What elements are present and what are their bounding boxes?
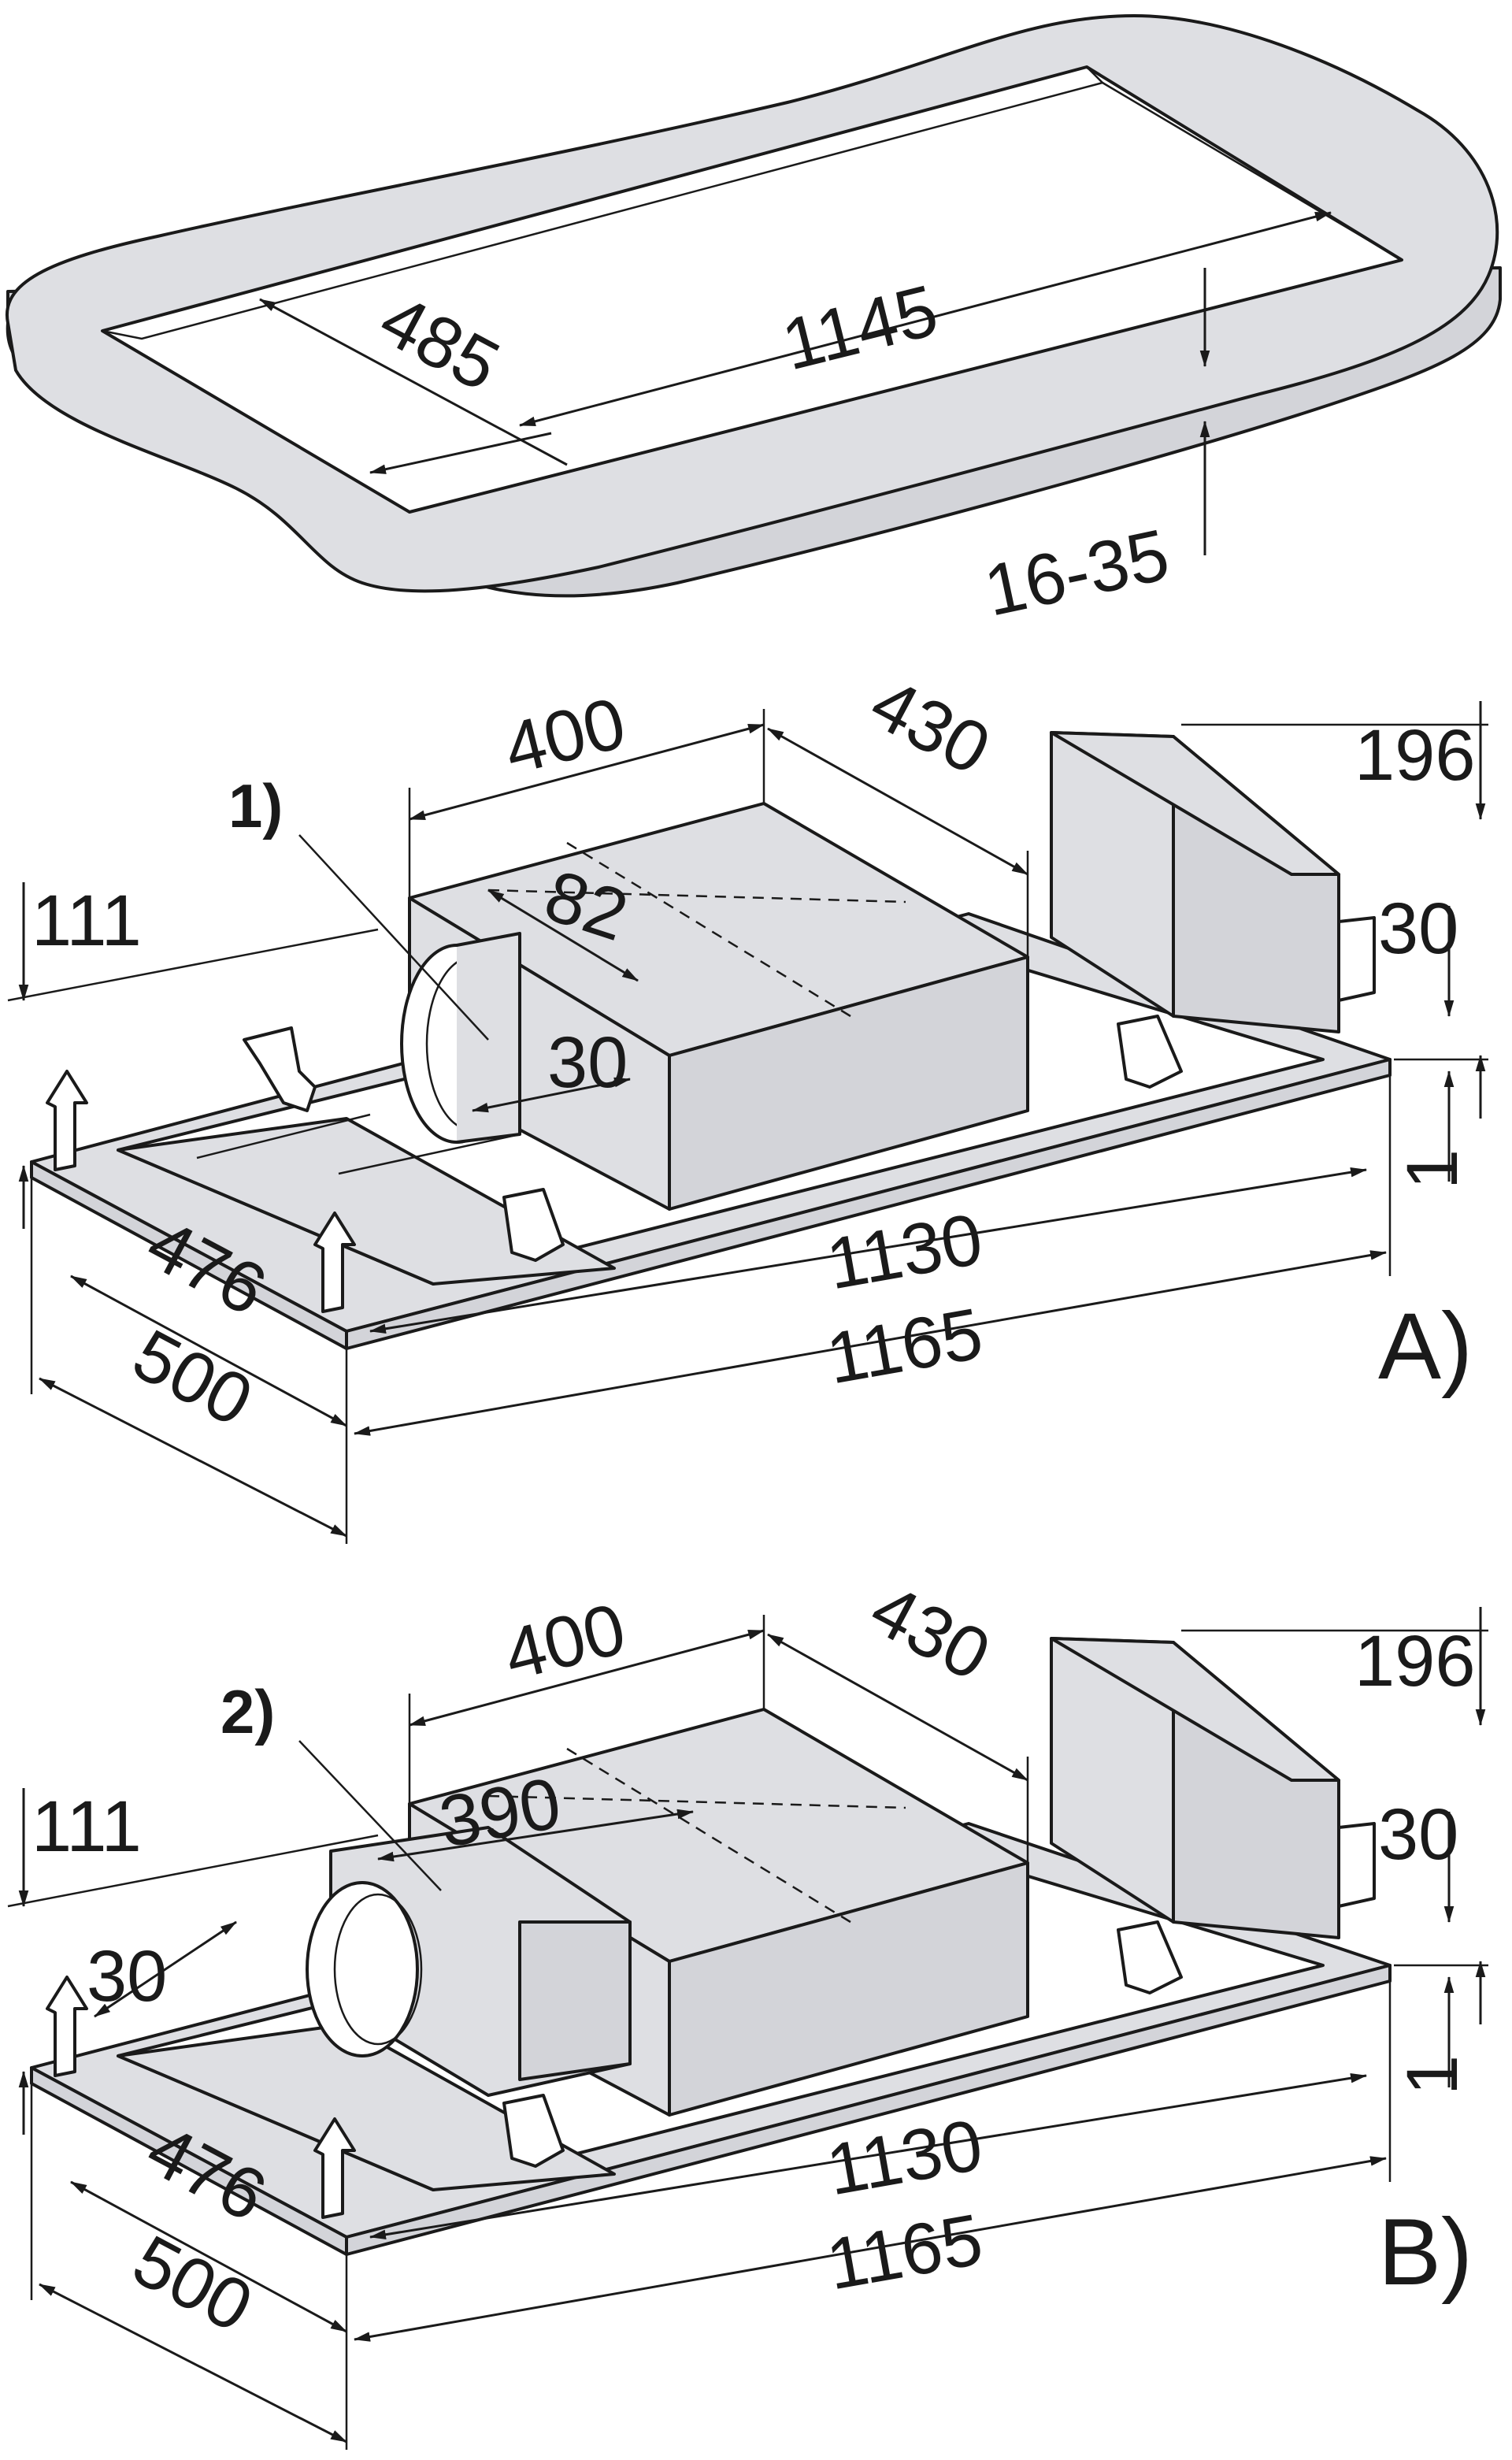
b-hook-left [46,1976,88,2077]
a-dim-1165-label: 1165 [821,1293,988,1400]
b-dim-1-label: 1 [1392,2055,1473,2095]
a-dim-1-label: 1 [1392,1149,1473,1189]
a-dim-1165-line [353,1250,1388,1436]
b-dim-500-line [39,2283,347,2443]
b-dim-390-line [376,1809,695,1862]
variant-b-label: B) [1378,2199,1473,2305]
dim-width-line [259,298,568,466]
a-hook-left [46,1070,88,1171]
a-dim-30f-line [471,1077,632,1113]
b-dim-30d-line [94,1920,237,2018]
variant-a: 400 430 196 30 1 82 30 111 1) 1130 [7,662,1488,1544]
b-callout-label: 2) [220,1677,275,1746]
variant-a-label: A) [1378,1293,1473,1399]
b-dim-1165-label: 1165 [821,2199,988,2306]
b-callout-leader [298,1740,442,1891]
a-dim-196-label: 196 [1354,715,1476,796]
a-callout-label: 1) [228,771,283,840]
b-dim-500-label: 500 [120,2220,265,2347]
b-duct-ring [306,1881,419,2057]
b-dim-30d-label: 30 [87,1936,167,2017]
b-dim-400-label: 400 [496,1589,633,1696]
a-dim-82-line [487,889,639,982]
a-dim-111-label: 111 [32,881,142,961]
b-clip-1 [1117,1920,1183,1994]
b-dim-196-label: 196 [1354,1621,1476,1701]
b-dim-430-label: 430 [858,1568,1002,1696]
a-dim-30r-label: 30 [1378,889,1458,969]
dim-thickness-label: 16-35 [978,514,1176,632]
a-dim-500-line [39,1377,347,1538]
b-dim-30r-label: 30 [1378,1794,1458,1875]
a-right-clip [1337,916,1376,1002]
a-dim-400-line [408,723,765,821]
a-dim-500-label: 500 [120,1314,265,1441]
dim-length-line [518,211,1332,427]
a-dim-430-line [767,727,1028,876]
b-dim-111-label: 111 [32,1787,142,1867]
a-clip-1 [243,1026,317,1112]
worktop-cutout: 1145 485 16-35 [5,14,1502,632]
variant-b: 400 430 196 30 1 390 30 111 2) 1130 [7,1568,1488,2450]
a-clip-2 [1117,1015,1183,1089]
a-callout-leader [298,834,489,1041]
b-dim-430-line [767,1633,1028,1782]
b-dim-400-line [408,1629,765,1727]
b-dim-1165-line [353,2156,1388,2342]
b-right-clip [1337,1822,1376,1908]
a-dim-30f-label: 30 [547,1022,628,1103]
a-dim-400-label: 400 [496,683,633,790]
a-dim-430-label: 430 [858,662,1002,790]
